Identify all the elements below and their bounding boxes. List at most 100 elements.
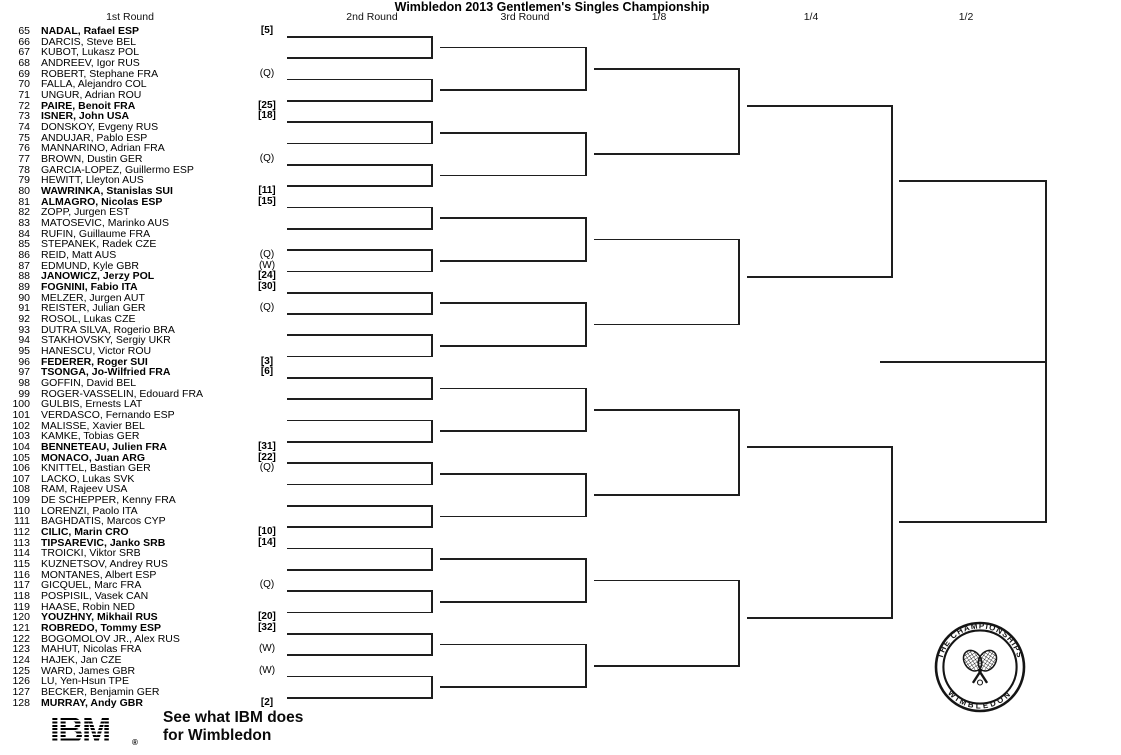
player-number: 104 bbox=[12, 440, 30, 453]
player-name: LACKO, Lukas SVK bbox=[41, 472, 135, 485]
player-name: KAMKE, Tobias GER bbox=[41, 430, 140, 443]
player-name: TROICKI, Viktor SRB bbox=[41, 547, 141, 560]
entry-tag: (Q) bbox=[259, 579, 275, 591]
player-name: ZOPP, Jurgen EST bbox=[41, 206, 130, 219]
bracket-hline bbox=[287, 121, 433, 123]
player-name: MELZER, Jurgen AUT bbox=[41, 291, 145, 304]
bracket-hline bbox=[287, 398, 433, 401]
player-number: 118 bbox=[13, 590, 30, 603]
player-number: 102 bbox=[12, 419, 30, 432]
bracket-vline bbox=[891, 446, 893, 619]
seed-tag: [2] bbox=[260, 696, 274, 708]
seed-tag: [25] bbox=[258, 99, 276, 111]
player-name: FOGNINI, Fabio ITA bbox=[41, 280, 138, 293]
player-number: 90 bbox=[18, 291, 30, 304]
ibm-tagline-line1: See what IBM does bbox=[163, 709, 304, 726]
player-name: MONTANES, Albert ESP bbox=[41, 568, 157, 581]
bracket-vline bbox=[431, 590, 433, 614]
player-name: DARCIS, Steve BEL bbox=[41, 35, 137, 48]
wimbledon-logo-inner-ring bbox=[942, 629, 1018, 705]
seed-tag: [30] bbox=[258, 280, 276, 292]
bracket-hline bbox=[287, 526, 433, 529]
player-number: 101 bbox=[12, 408, 30, 421]
entry-tag: (Q) bbox=[259, 153, 275, 165]
player-name: RAM, Rajeev USA bbox=[41, 483, 128, 496]
player-number: 83 bbox=[18, 216, 30, 229]
player-name: HAJEK, Jan CZE bbox=[41, 654, 122, 667]
bracket-hline bbox=[440, 643, 587, 646]
player-name: STAKHOVSKY, Sergiy UKR bbox=[41, 334, 171, 347]
player-number: 99 bbox=[18, 387, 30, 400]
bracket-hline bbox=[287, 675, 433, 678]
player-name: KNITTEL, Bastian GER bbox=[41, 462, 151, 475]
player-name: TIPSAREVIC, Janko SRB bbox=[41, 536, 166, 549]
bracket-hline bbox=[440, 515, 587, 518]
wimbledon-logo-top-text: THE CHAMPIONSHIPS bbox=[936, 621, 1025, 659]
entry-tag: (Q) bbox=[259, 248, 275, 260]
player-name: ROSOL, Lukas CZE bbox=[41, 312, 136, 325]
seed-tag: [22] bbox=[258, 451, 276, 463]
seed-tag: [18] bbox=[258, 110, 276, 122]
player-name: POSPISIL, Vasek CAN bbox=[41, 590, 149, 603]
player-number: 75 bbox=[18, 131, 30, 144]
player-name: FALLA, Alejandro COL bbox=[41, 78, 147, 91]
bracket-hline bbox=[287, 142, 433, 145]
player-name: DUTRA SILVA, Rogerio BRA bbox=[41, 323, 175, 336]
player-name: ANDREEV, Igor RUS bbox=[41, 57, 140, 70]
player-number: 113 bbox=[13, 536, 30, 549]
player-name: ROBREDO, Tommy ESP bbox=[41, 622, 161, 635]
ibm-registered-mark-icon: ® bbox=[132, 738, 138, 747]
player-number: 107 bbox=[12, 472, 30, 485]
bracket-hline bbox=[440, 302, 587, 305]
entry-tag: (Q) bbox=[259, 67, 275, 79]
bracket-vline bbox=[431, 206, 433, 230]
player-row: 107 LACKO, Lukas SVK bbox=[0, 474, 300, 485]
player-number: 94 bbox=[18, 334, 30, 347]
ibm-tagline-link[interactable]: See what IBM does for Wimbledon bbox=[163, 709, 303, 744]
bracket-vline bbox=[431, 547, 433, 571]
player-number: 82 bbox=[18, 206, 30, 219]
player-name: TSONGA, Jo-Wilfried FRA bbox=[41, 366, 171, 379]
player-name: NADAL, Rafael ESP bbox=[41, 25, 140, 38]
bracket-vline bbox=[738, 67, 740, 155]
round-label-1-8: 1/8 bbox=[651, 11, 667, 23]
player-name: YOUZHNY, Mikhail RUS bbox=[41, 611, 158, 624]
player-number: 112 bbox=[13, 526, 30, 539]
wimbledon-logo-outer-ring bbox=[934, 621, 1026, 713]
bracket-vline bbox=[585, 643, 587, 688]
player-number: 67 bbox=[18, 46, 30, 59]
ibm-logo: IBM ® bbox=[50, 718, 138, 747]
player-name: HEWITT, Lleyton AUS bbox=[41, 174, 144, 187]
player-row: 90 MELZER, Jurgen AUT bbox=[0, 291, 300, 304]
player-number: 105 bbox=[12, 451, 30, 464]
bracket-vline bbox=[431, 505, 433, 529]
bracket-vline bbox=[585, 302, 587, 347]
bracket-vline bbox=[431, 291, 433, 315]
player-name: JANOWICZ, Jerzy POL bbox=[41, 270, 155, 283]
player-number: 73 bbox=[18, 110, 30, 123]
bracket-vline bbox=[585, 46, 587, 91]
player-number: 85 bbox=[18, 238, 30, 251]
bracket-hline bbox=[440, 345, 587, 347]
